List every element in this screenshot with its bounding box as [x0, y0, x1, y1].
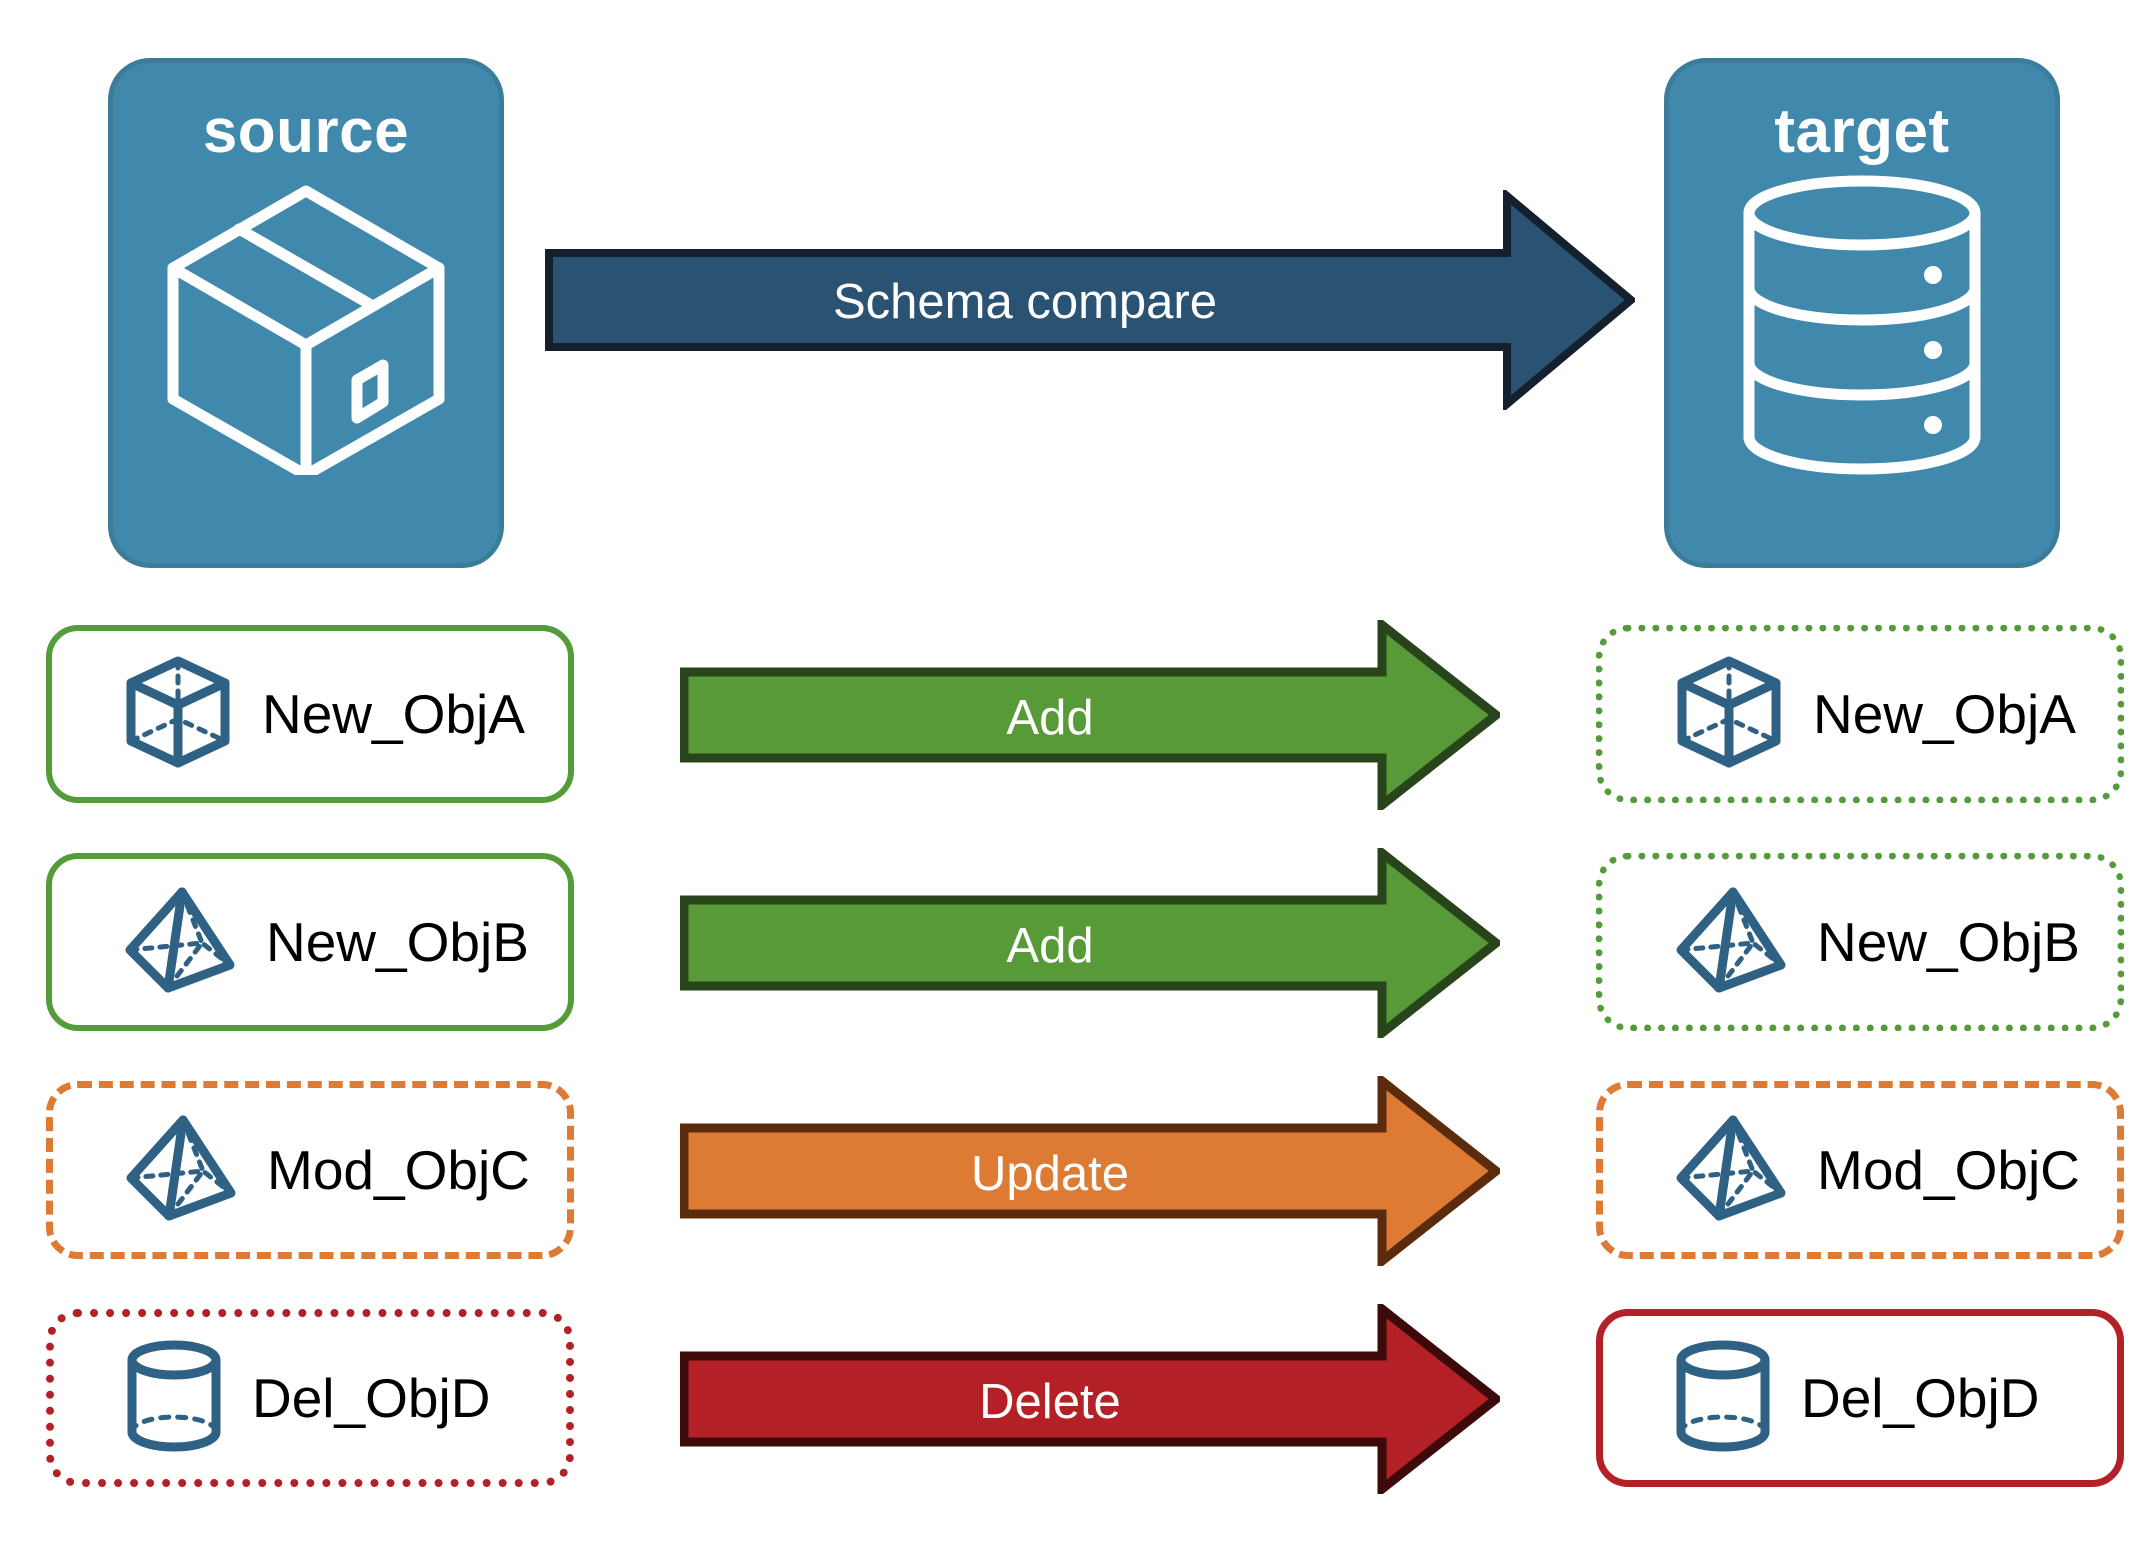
- target-panel: target: [1664, 58, 2060, 568]
- source-object-row-0[interactable]: New_ObjA: [46, 625, 574, 803]
- action-arrow-delete-3: Delete: [679, 1299, 1504, 1499]
- database-cylinder-icon: [1737, 175, 1987, 480]
- cube-wireframe-icon: [124, 656, 232, 773]
- source-object-label-0: New_ObjA: [262, 683, 525, 745]
- cube-wireframe-icon: [1675, 656, 1783, 773]
- action-arrow-update-2: Update: [679, 1071, 1504, 1271]
- source-object-row-3[interactable]: Del_ObjD: [46, 1309, 574, 1487]
- target-object-row-3[interactable]: Del_ObjD: [1596, 1309, 2124, 1487]
- cylinder-wireframe-icon: [126, 1340, 222, 1457]
- source-panel: source: [108, 58, 504, 568]
- box-3d-icon: [161, 175, 451, 481]
- source-title: source: [202, 97, 410, 166]
- source-object-row-1[interactable]: New_ObjB: [46, 853, 574, 1031]
- target-object-row-2[interactable]: Mod_ObjC: [1596, 1081, 2124, 1259]
- action-arrow-add-0: Add: [679, 615, 1504, 815]
- target-object-label-3: Del_ObjD: [1801, 1367, 2040, 1429]
- target-object-label-2: Mod_ObjC: [1817, 1139, 2080, 1201]
- target-title: target: [1774, 97, 1950, 166]
- pyramid-wireframe-icon: [1675, 1115, 1787, 1226]
- schema-compare-arrow: Schema compare: [545, 187, 1638, 413]
- cylinder-wireframe-icon: [1675, 1340, 1771, 1457]
- pyramid-wireframe-icon: [124, 887, 236, 998]
- action-arrow-add-1: Add: [679, 843, 1504, 1043]
- source-object-label-1: New_ObjB: [266, 911, 529, 973]
- source-object-row-2[interactable]: Mod_ObjC: [46, 1081, 574, 1259]
- pyramid-wireframe-icon: [1675, 887, 1787, 998]
- source-object-label-3: Del_ObjD: [252, 1367, 491, 1429]
- target-object-row-1[interactable]: New_ObjB: [1596, 853, 2124, 1031]
- target-object-label-1: New_ObjB: [1817, 911, 2080, 973]
- target-object-row-0[interactable]: New_ObjA: [1596, 625, 2124, 803]
- pyramid-wireframe-icon: [125, 1115, 237, 1226]
- source-object-label-2: Mod_ObjC: [267, 1139, 530, 1201]
- target-object-label-0: New_ObjA: [1813, 683, 2076, 745]
